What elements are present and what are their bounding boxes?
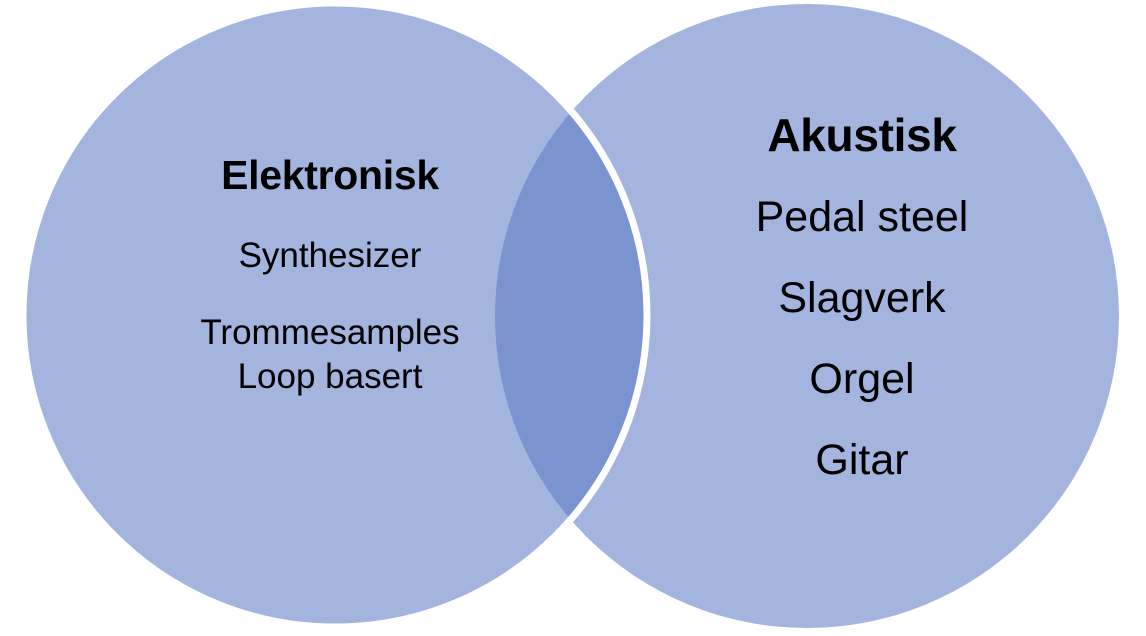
venn-right-label-group: Akustisk Pedal steel Slagverk Orgel Gita… [662, 112, 1062, 482]
venn-right-item-orgel: Orgel [809, 355, 915, 403]
venn-divider-outline [19, 0, 651, 631]
venn-left-label-group: Elektronisk Synthesizer Trommesamples Lo… [120, 152, 540, 396]
venn-left-item-synthesizer: Synthesizer [238, 236, 422, 275]
venn-left-item-loop-basert: Loop basert [237, 357, 423, 396]
venn-left-title: Elektronisk [221, 152, 439, 198]
venn-right-item-pedal-steel: Pedal steel [755, 193, 969, 241]
venn-right-item-gitar: Gitar [815, 436, 909, 484]
venn-circle-left [23, 3, 647, 627]
venn-right-item-slagverk: Slagverk [778, 274, 946, 322]
venn-left-item-trommesamples: Trommesamples [200, 313, 460, 352]
venn-circle-right [495, 4, 1119, 628]
venn-right-title: Akustisk [767, 109, 957, 161]
